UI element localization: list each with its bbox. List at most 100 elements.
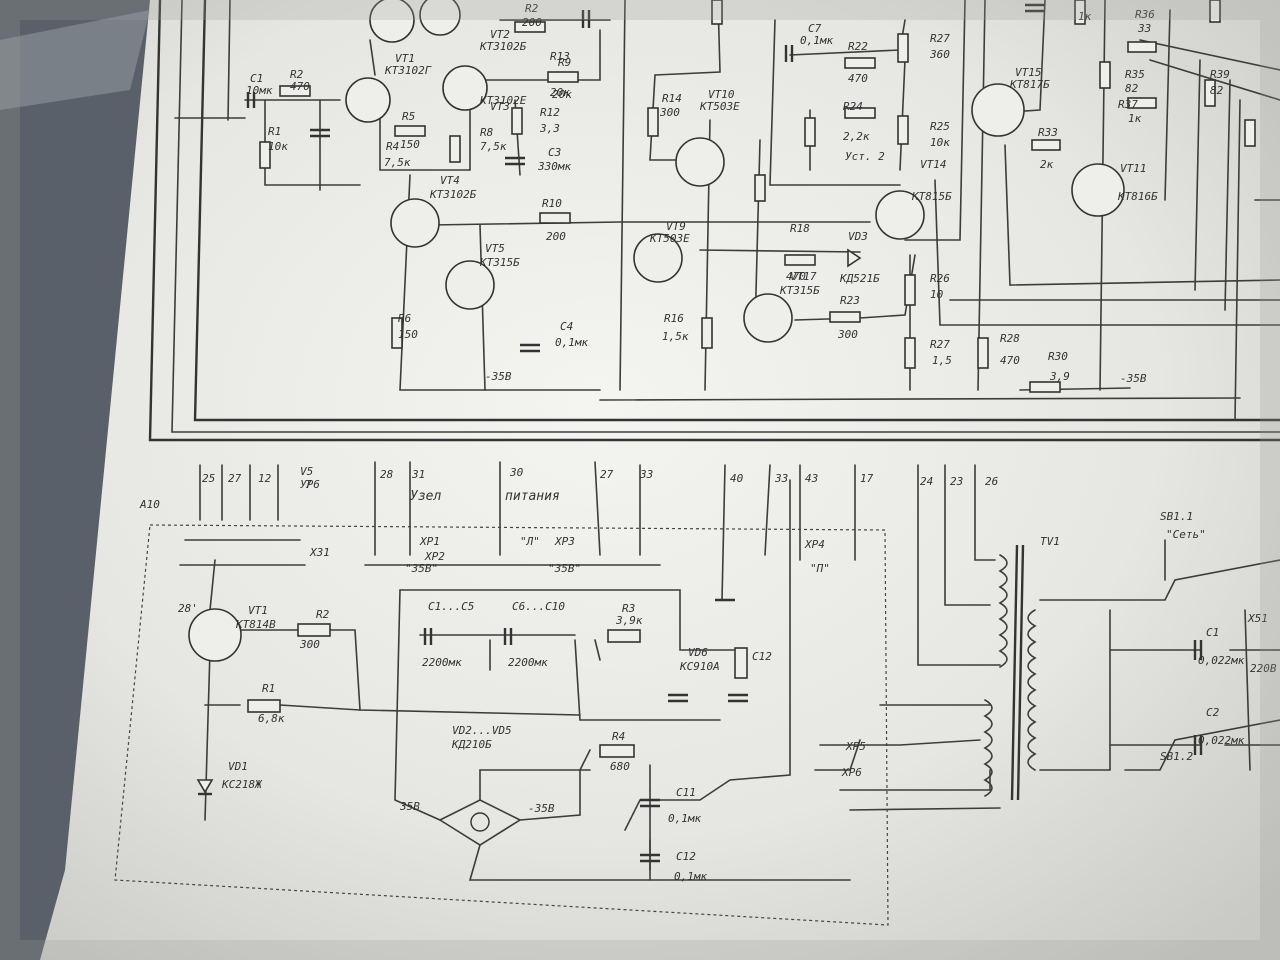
resistor-symbol [904,274,916,306]
power-block-title-1: Узел [410,489,441,504]
schematic-label: VT9 [666,220,686,233]
transistor-symbol [1071,163,1125,217]
schematic-label: 23 [950,475,963,488]
transistor-symbol [345,77,391,123]
schematic-label: 28 [380,468,394,481]
schematic-label: VD1 [228,760,248,773]
schematic-label: КТ3102Г [384,64,432,77]
schematic-label: 33 [1137,22,1151,35]
schematic-label: 200 [522,16,542,29]
schematic-label: 40 [730,472,744,485]
transistor-symbol [743,293,793,343]
schematic-label: R24 [843,100,863,113]
amplifier-labels: R110кC110мкR2470VT1КТ3102ГR5150R47,5кVT2… [246,2,1230,385]
resistor-symbol [829,311,861,323]
schematic-label: "Сеть" [1166,528,1206,541]
schematic-label: SB1.2 [1160,750,1193,763]
schematic-label: R1 [262,682,275,695]
schematic-label: КС218Ж [221,778,263,791]
amplifier-capacitors [246,3,1045,353]
schematic-label: R1 [268,125,281,138]
power-block-title-2: питания [505,489,560,504]
schematic-label: R36 [1135,8,1155,21]
resistor-symbol [259,141,271,169]
schematic-label: 150 [400,138,420,151]
schematic-label: КС910А [679,660,720,673]
schematic-label: VT2 [490,28,510,41]
transistor-symbol [875,190,925,240]
schematic-label: -35В [1120,372,1147,385]
schematic-label: 300 [837,328,858,341]
schematic-label: КТ315Б [779,284,820,297]
schematic-label: R4 [612,730,625,743]
schematic-label: C6...C10 [512,600,565,613]
schematic-label: XP3 [554,535,575,548]
schematic-label: VT5 [485,242,505,255]
resistor-symbol [844,107,876,119]
resistor-symbol [701,317,713,349]
schematic-label: КД521Б [839,272,880,285]
schematic-label: 33 [774,472,788,485]
schematic-label: XP4 [804,538,825,551]
schematic-label: VD2...VD5 [452,724,512,737]
schematic-label: 3,3 [539,122,560,135]
schematic-label: 0,1мк [674,870,707,883]
schematic-label: VD3 [848,230,868,243]
paper-edge [0,10,150,110]
resistor-symbol [297,623,331,637]
schematic-label: R28 [1000,332,1020,345]
schematic-label: C3 [548,146,561,159]
schematic-label: R23 [840,294,860,307]
resistor-symbol [1099,61,1111,89]
schematic-label: 1,5 [932,354,952,367]
resistor-symbol [1127,97,1157,109]
schematic-label: VT11 [1120,162,1147,175]
schematic-label: "П" [810,562,830,575]
schematic-label: 3,9к [615,614,643,627]
schematic-label: "35В" [548,562,581,575]
schematic-label: -35В [485,370,512,383]
transistor-symbol [633,233,683,283]
schematic-label: 470 [848,72,868,85]
schematic-label: 2,2к [843,130,870,143]
resistor-symbol [279,85,311,97]
schematic-label: "Л" [520,535,540,548]
transistor-symbol [188,608,242,662]
schematic-label: 2200мк [422,656,462,669]
schematic-label: R4 [386,140,399,153]
schematic-label: VD6 [688,646,708,659]
schematic-label: 3,9 [1049,370,1070,383]
resistor-symbol [1244,119,1256,147]
shadow-left [0,0,155,960]
resistor-symbol [977,337,989,369]
schematic-label: R2 [290,68,304,81]
resistor-symbol [804,117,816,147]
resistor-symbol [1074,0,1086,25]
resistor-symbol [1209,0,1221,23]
schematic-label: R16 [664,312,684,325]
schematic-label: 10 [930,288,944,301]
schematic-label: R13 [550,50,570,63]
schematic-label: 10мк [246,84,273,97]
schematic-label: X31 [309,546,330,559]
resistor-symbol [607,629,641,643]
schematic-label: КТ815Б [911,190,952,203]
schematic-label: C2 [1206,706,1220,719]
schematic-label: R14 [662,92,682,105]
schematic-label: 1к [1128,112,1142,125]
schematic-label: 20к [552,88,572,101]
schematic-label: R39 [1210,68,1230,81]
power-supply-labels: X31УР628'VT1КТ814ВR2300R16,8кVD1КС218ЖXP… [178,478,1277,883]
schematic-label: 680 [610,760,630,773]
schematic-label: TV1 [1040,535,1060,548]
schematic-label: 33 [639,468,653,481]
paper-sheet [40,0,1280,960]
schematic-label: 220В [1250,662,1277,675]
schematic-label: R27 [930,338,950,351]
schematic-label: R25 [930,120,950,133]
schematic-label: 0,1мк [800,34,833,47]
schematic-label: 82 [1125,82,1139,95]
schematic-label: 10к [268,140,288,153]
schematic-label: R6 [398,312,412,325]
